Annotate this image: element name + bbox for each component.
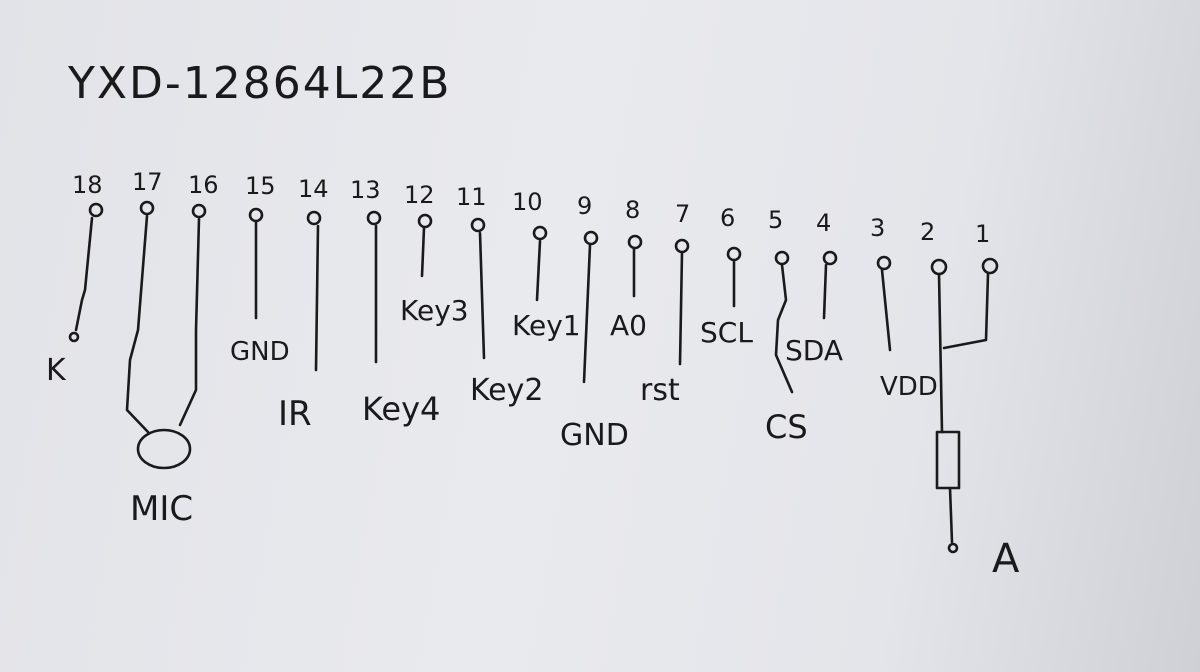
pin-pad-14	[306, 210, 322, 226]
module-title: YXD-12864L22B	[67, 58, 451, 109]
resistor-symbol	[935, 430, 961, 490]
wire-18	[74, 216, 94, 332]
pin-pad-12	[417, 213, 433, 229]
wire-17	[125, 214, 150, 434]
pin-pad-10	[532, 225, 548, 241]
pin-pad-15	[248, 207, 264, 223]
pin-number-13: 13	[350, 176, 381, 204]
pin-number-3: 3	[870, 214, 885, 242]
wire-4	[822, 263, 828, 320]
pin-number-8: 8	[625, 196, 640, 224]
pin-number-18: 18	[72, 171, 103, 199]
label-key2: Key2	[470, 373, 543, 408]
pin-number-7: 7	[675, 200, 690, 228]
pin-pad-8	[627, 234, 643, 250]
pin-number-1: 1	[975, 220, 990, 248]
pin-number-9: 9	[577, 192, 592, 220]
k-end-dot	[68, 331, 80, 343]
label-cs: CS	[765, 408, 808, 446]
pin-number-12: 12	[404, 181, 435, 209]
mic-symbol	[136, 428, 192, 470]
pin-number-10: 10	[512, 188, 543, 216]
pin-number-5: 5	[768, 206, 783, 234]
pin-pad-3	[876, 255, 892, 271]
wire-a	[948, 486, 954, 544]
pin-pad-13	[366, 210, 382, 226]
wire-3	[880, 268, 892, 352]
pin-pad-9	[583, 230, 599, 246]
label-sda: SDA	[785, 334, 843, 367]
pin-number-14: 14	[298, 175, 329, 203]
pin-number-16: 16	[188, 171, 219, 199]
label-gnd-15: GND	[230, 337, 290, 367]
wire-14	[314, 224, 320, 372]
pin-number-2: 2	[920, 218, 935, 246]
label-key3: Key3	[400, 294, 469, 327]
label-k: K	[46, 353, 67, 388]
label-gnd-9: GND	[560, 418, 629, 453]
wires	[68, 214, 990, 554]
label-rst: rst	[640, 373, 680, 408]
wire-2	[937, 272, 944, 434]
pin-pad-5	[774, 250, 790, 266]
wire-16	[178, 217, 201, 427]
pin-pad-16	[191, 203, 207, 219]
wire-12	[420, 226, 426, 278]
pin-pad-1	[981, 257, 999, 275]
pin-number-4: 4	[816, 209, 831, 237]
pin-number-17: 17	[132, 168, 163, 196]
pin-pad-18	[88, 202, 104, 218]
pin-pad-4	[822, 250, 838, 266]
pin-number-6: 6	[720, 204, 735, 232]
label-vdd: VDD	[880, 372, 938, 402]
wire-5	[774, 263, 794, 394]
pin-number-15: 15	[245, 172, 276, 200]
wire-11	[478, 231, 486, 360]
pin-pad-7	[674, 238, 690, 254]
label-key4: Key4	[362, 390, 440, 428]
label-key1: Key1	[512, 309, 581, 342]
pin-pad-2	[930, 258, 948, 276]
wire-10	[535, 239, 542, 302]
wire-9	[582, 243, 592, 384]
pin-pad-17	[139, 200, 155, 216]
wire-7	[678, 251, 684, 366]
a-label: A	[992, 536, 1020, 582]
pin-pad-6	[726, 246, 742, 262]
pin-pad-11	[470, 217, 486, 233]
mic-label: MIC	[130, 489, 193, 529]
label-ir: IR	[278, 394, 312, 434]
label-a0: A0	[610, 309, 647, 342]
pin-number-11: 11	[456, 183, 487, 211]
a-end-dot	[947, 542, 959, 554]
wire-1	[942, 272, 990, 350]
label-scl: SCL	[700, 316, 753, 349]
